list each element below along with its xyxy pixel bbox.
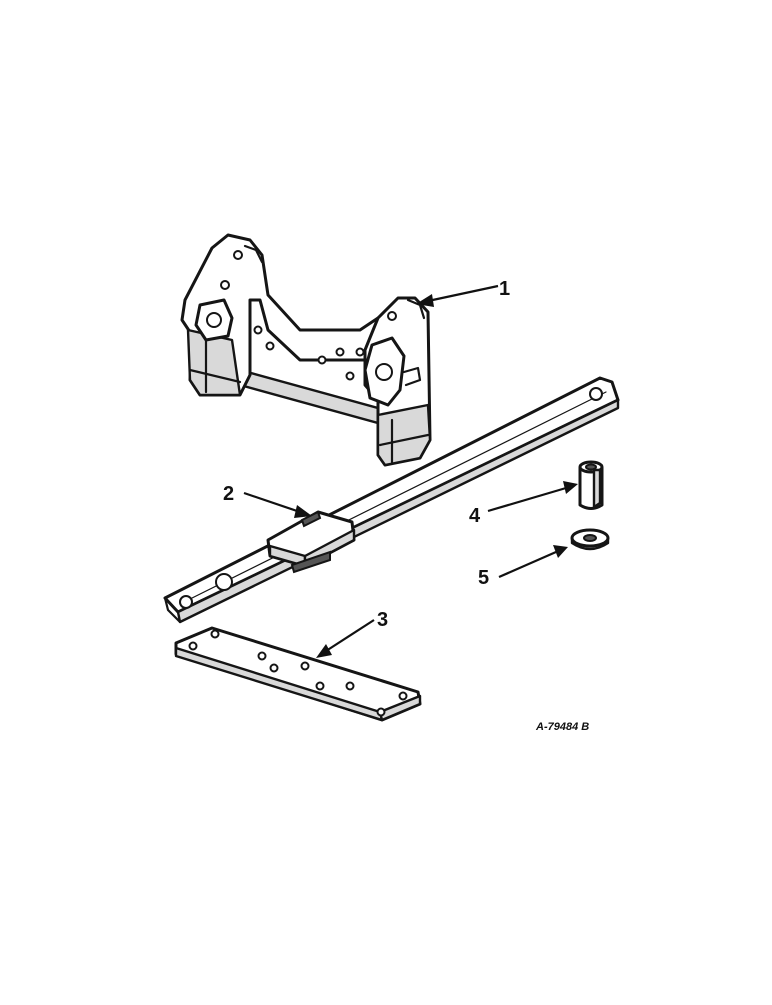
callout-2: 2 xyxy=(223,483,234,505)
part-1-bracket xyxy=(180,233,432,467)
leader-5 xyxy=(498,550,557,579)
leader-3 xyxy=(325,619,375,652)
leader-lines xyxy=(243,284,578,658)
leader-4 xyxy=(487,486,567,513)
callout-5: 5 xyxy=(478,567,489,589)
callout-4: 4 xyxy=(469,505,481,527)
callout-3: 3 xyxy=(377,609,388,631)
leader-2 xyxy=(243,491,301,514)
part-5-washer xyxy=(570,528,610,551)
figure-reference-code: A-79484 B xyxy=(535,721,589,733)
part-2-drawbar xyxy=(163,376,620,624)
part-3-plate xyxy=(174,626,422,722)
part-4-bushing xyxy=(578,460,604,510)
callout-1: 1 xyxy=(499,278,510,300)
leader-1 xyxy=(427,284,499,303)
